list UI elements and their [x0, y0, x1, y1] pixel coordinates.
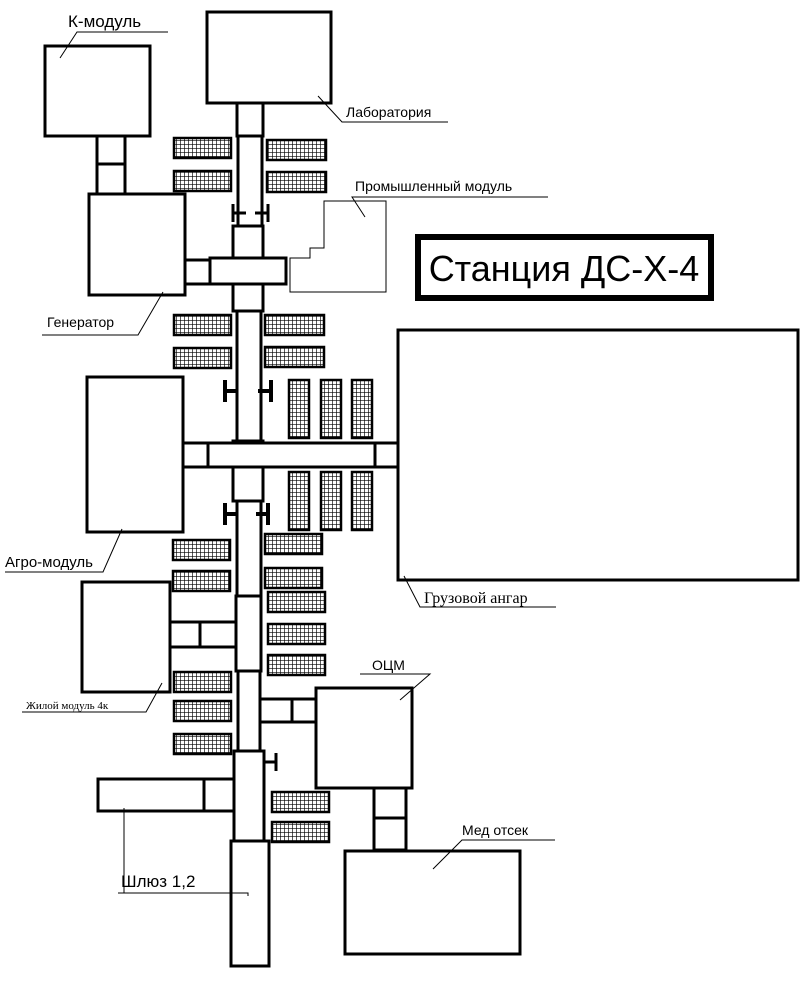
corridor-upper-mid	[235, 309, 263, 443]
cell-block-vertical	[350, 470, 374, 532]
k-module-room	[43, 44, 152, 138]
cell-block	[270, 790, 331, 814]
cross-junction-horizontal	[208, 256, 288, 286]
title-frame	[415, 234, 714, 301]
corridor-lower	[236, 669, 262, 753]
label-airlock: Шлюз 1,2	[121, 872, 195, 891]
cell-block-vertical	[319, 470, 343, 532]
label-cargo: Грузовой ангар	[424, 590, 528, 607]
cell-block-vertical	[319, 378, 343, 440]
airlock-chamber	[202, 777, 236, 813]
leader-cargo	[403, 575, 556, 608]
leader-med	[432, 839, 555, 870]
ocm-med-connector-1	[372, 786, 408, 820]
corridor-bottom	[232, 749, 266, 843]
living-module-connector-2	[198, 620, 238, 649]
door-marker-7	[263, 753, 278, 771]
cell-block	[263, 345, 326, 369]
living-module-room	[80, 580, 172, 694]
leader-industrial	[351, 196, 548, 218]
agro-module-connector	[181, 441, 210, 469]
k-module-connector-2	[95, 162, 127, 196]
leader-airlock-right	[118, 892, 249, 896]
leader-generator	[42, 291, 164, 336]
cell-block	[172, 346, 233, 370]
cell-block	[172, 699, 233, 723]
k-module-connector-1	[95, 134, 127, 166]
corridor-exit	[229, 839, 271, 968]
cell-block	[171, 538, 232, 562]
corridor-lower-junction	[234, 594, 263, 673]
leader-ocm	[360, 673, 432, 701]
cell-block	[266, 653, 327, 677]
living-module-connector-1	[168, 620, 202, 649]
ocm-med-connector-2	[372, 816, 408, 852]
cell-block	[171, 569, 232, 593]
agro-module-room	[85, 375, 185, 534]
label-med: Мед отсек	[462, 822, 529, 838]
label-k-module: К-модуль	[68, 12, 141, 31]
label-ocm: ОЦМ	[372, 657, 405, 673]
leader-living	[22, 682, 163, 713]
door-marker-6	[256, 503, 270, 525]
door-marker-5	[223, 503, 238, 525]
door-marker-2	[255, 204, 270, 222]
cell-block	[263, 532, 324, 556]
door-marker-4	[258, 380, 273, 402]
central-junction-horizontal	[206, 441, 378, 469]
leader-laboratory	[317, 95, 448, 123]
ocm-connector	[290, 697, 318, 724]
leader-k-module	[59, 31, 168, 59]
cell-block	[265, 170, 328, 194]
label-generator: Генератор	[47, 314, 114, 330]
label-industrial: Промышленный модуль	[355, 178, 512, 194]
generator-connector	[183, 258, 212, 286]
leader-agro	[5, 528, 123, 573]
ocm-room	[314, 686, 414, 790]
cell-block-vertical	[350, 378, 374, 440]
cell-block-vertical	[287, 470, 311, 532]
cell-block	[172, 670, 233, 694]
cell-block	[265, 138, 328, 162]
label-living: Жилой модуль 4к	[26, 700, 109, 712]
cell-block	[172, 169, 233, 193]
door-marker-3	[223, 380, 238, 402]
industrial-module-room	[289, 200, 387, 293]
cargo-hangar-connector	[373, 441, 400, 469]
cell-block	[266, 622, 327, 646]
ocm-corridor	[261, 697, 292, 724]
cell-block	[266, 590, 327, 614]
cell-block	[172, 313, 233, 337]
cell-block-vertical	[287, 378, 311, 440]
cell-block	[263, 566, 324, 590]
cell-block	[172, 136, 233, 160]
cargo-hangar-room	[396, 328, 800, 582]
airlock-bar	[96, 777, 208, 813]
label-laboratory: Лаборатория	[346, 104, 431, 120]
cell-block	[172, 732, 233, 756]
door-marker-1	[231, 204, 246, 222]
laboratory-connector	[235, 101, 265, 138]
cell-block	[270, 820, 331, 844]
laboratory-room	[205, 10, 333, 105]
generator-room	[87, 192, 187, 297]
label-agro: Агро-модуль	[5, 554, 93, 571]
med-bay-room	[343, 849, 522, 956]
cell-block	[263, 313, 326, 337]
title-text: Станция ДС-Х-4	[429, 248, 700, 289]
